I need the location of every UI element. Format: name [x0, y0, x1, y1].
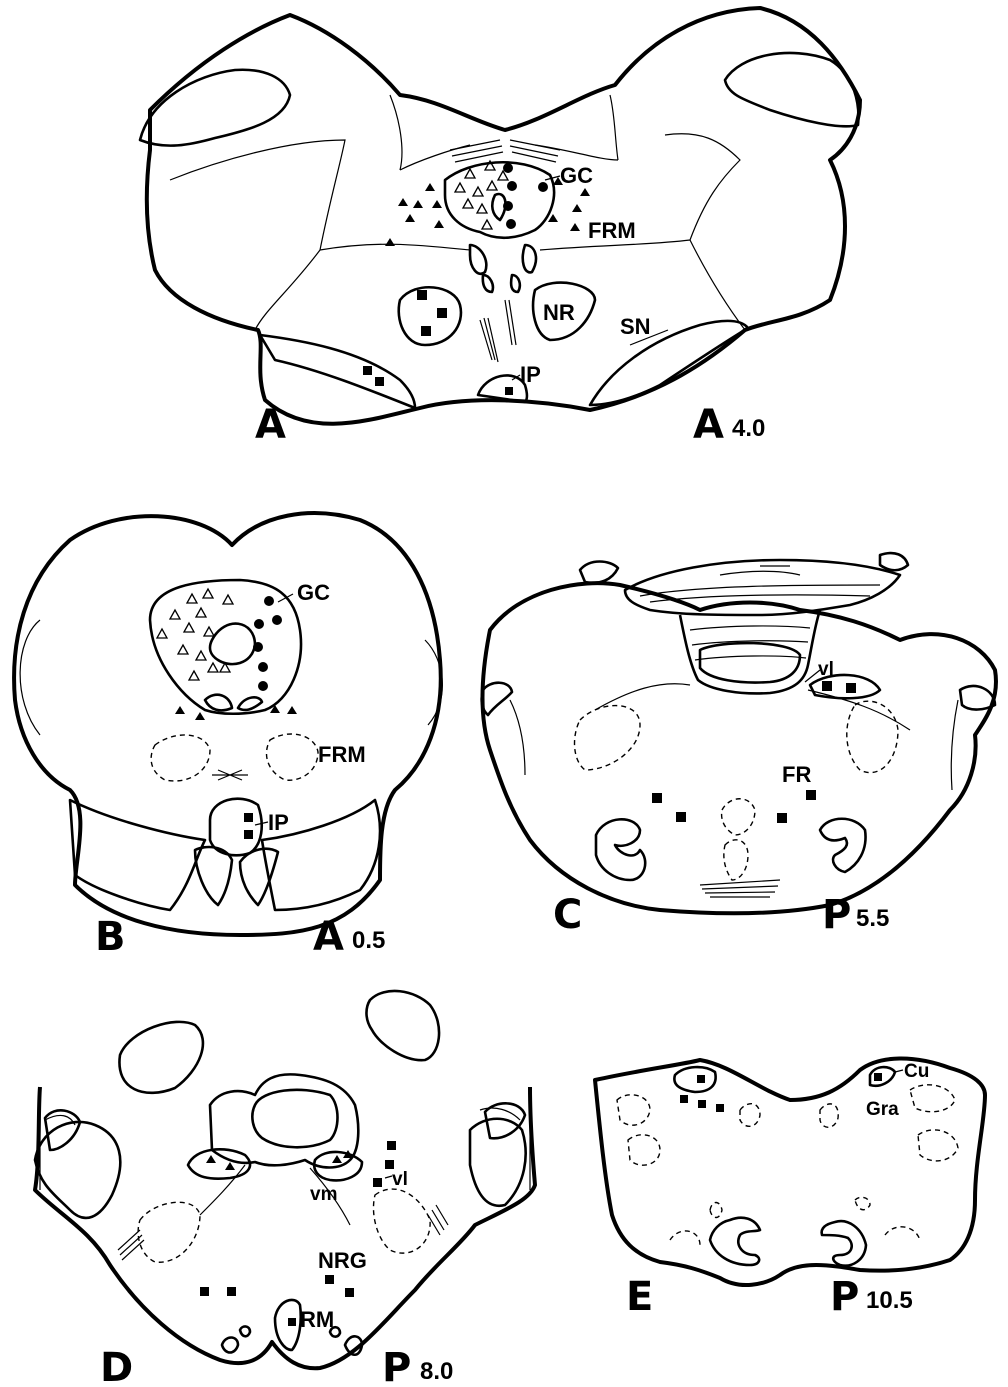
panel-d-oval-left: [119, 1022, 202, 1093]
panel-b-lower-flap-left: [70, 800, 205, 910]
panel-d-label-vm: vm: [310, 1184, 337, 1205]
panel-c-floor-line: [595, 684, 910, 730]
panel-e-dashed-right-1: [910, 1085, 955, 1112]
panel-a-inner-lines: [170, 95, 745, 330]
panel-d-right-wing: [470, 1119, 526, 1206]
panel-d-rm: [275, 1300, 301, 1350]
panel-c-dashed-mid: [722, 799, 755, 880]
panel-c: vl FR C P 5.5: [482, 553, 996, 938]
panel-e-cu-leader: [895, 1070, 903, 1072]
panel-b-gc-bottom: [205, 695, 262, 711]
panel-b: GC FRM IP B A 0.5: [14, 513, 442, 960]
panel-e-right-nucleus: [870, 1067, 895, 1086]
panel-b-label-ip: IP: [268, 810, 289, 835]
panel-c-label-fr: FR: [782, 762, 811, 787]
panel-d-letter: D: [100, 1345, 133, 1387]
panel-a-label-nr: NR: [543, 300, 575, 325]
panel-a-letter: A: [255, 402, 286, 448]
panel-a-sn-right: [590, 321, 748, 405]
panel-c-coord-prefix: P: [822, 892, 851, 938]
panel-a-left-lobe: [140, 70, 290, 146]
panel-a-nr-left: [399, 287, 461, 345]
panel-b-label-gc: GC: [297, 580, 330, 605]
panel-d-dashed-right: [373, 1189, 430, 1253]
panel-e-label-cu: Cu: [904, 1061, 929, 1082]
panel-a-gc-region: [445, 162, 554, 238]
panel-a-coord-value: 4.0: [732, 415, 765, 442]
panel-e-dashed-left-2: [628, 1135, 660, 1165]
panel-a-label-gc: GC: [560, 163, 593, 188]
panel-d-coord-prefix: P: [382, 1345, 411, 1387]
panel-a: GC FRM NR SN IP A A 4.0: [140, 8, 860, 448]
panel-a-midline-fibers: [480, 300, 516, 362]
panel-e-dashed-bottom: [670, 1197, 920, 1245]
panel-a-small-nuclei: [470, 245, 536, 292]
panel-c-letter: C: [553, 892, 582, 938]
panel-e-olive-right: [822, 1221, 866, 1266]
panel-e-dashed-left-1: [617, 1095, 650, 1125]
panel-b-dashed-left: [151, 735, 210, 781]
panel-e-outline: [595, 1058, 985, 1285]
panel-c-coord-value: 5.5: [856, 905, 889, 932]
panel-c-left-flocculus: [482, 683, 512, 715]
panel-e-dashed-right-2: [918, 1130, 958, 1161]
panel-e-coord-prefix: P: [830, 1274, 859, 1320]
panel-b-side-lines: [20, 620, 442, 735]
panel-e-letter: E: [626, 1274, 653, 1320]
panel-c-top-right-lobule: [880, 553, 908, 570]
panel-d-left-top-knob: [45, 1110, 80, 1150]
panel-c-outline: [483, 583, 996, 913]
panel-c-cerebellum-layers: [625, 560, 900, 615]
panel-c-olive-right: [820, 819, 866, 872]
panel-e-label-gra: Gra: [866, 1099, 899, 1120]
panel-a-label-sn: SN: [620, 314, 651, 339]
panel-a-coord-prefix: A: [693, 402, 724, 448]
panel-c-ventricle: [700, 643, 800, 682]
panel-d-dashed-left: [138, 1202, 200, 1262]
panel-d-label-vl: vl: [392, 1169, 408, 1190]
panel-b-aqueduct: [210, 624, 255, 665]
panel-b-ip: [210, 799, 262, 856]
panel-d-oval-right: [366, 991, 439, 1060]
panel-d-ventricle-outer: [210, 1074, 358, 1167]
panel-c-right-flocculus: [960, 686, 995, 710]
panel-e-dashed-mid-left: [740, 1104, 760, 1127]
panel-d-label-nrg: NRG: [318, 1248, 367, 1273]
panel-c-label-vl: vl: [818, 659, 834, 680]
panel-c-dashed-right: [847, 701, 898, 772]
panel-b-open-triangles: [157, 589, 233, 680]
panel-c-olive-left: [596, 819, 645, 880]
panel-e: Cu Gra E P 10.5: [595, 1058, 985, 1320]
panel-c-top-left-lobule: [580, 562, 618, 583]
panel-d-label-rm: RM: [300, 1307, 334, 1332]
panel-b-filled-squares: [244, 813, 253, 839]
panel-e-olive-left: [710, 1218, 760, 1265]
panel-a-sn-left: [260, 335, 415, 408]
panel-b-label-frm: FRM: [318, 742, 366, 767]
panel-d-coord-value: 8.0: [420, 1358, 453, 1385]
panel-b-outline: [14, 513, 441, 935]
panel-d: vm vl NRG RM D P 8.0: [35, 991, 535, 1387]
panel-a-label-frm: FRM: [588, 218, 636, 243]
panel-b-filled-circles: [253, 596, 282, 691]
panel-c-dashed-left: [575, 706, 640, 770]
panel-d-ventricle-inner: [252, 1090, 337, 1147]
panel-a-striations: [450, 140, 560, 162]
panel-d-right-fibers: [428, 1205, 448, 1235]
panel-e-dashed-mid-right: [820, 1104, 838, 1127]
panel-b-coord-value: 0.5: [352, 927, 385, 954]
panel-c-pyramidal-lines: [700, 880, 780, 897]
panel-a-label-ip: IP: [520, 362, 541, 387]
panel-b-dashed-right: [266, 734, 318, 780]
panel-e-coord-value: 10.5: [866, 1287, 913, 1314]
panel-b-letter: B: [95, 914, 126, 960]
panel-d-outline: [35, 1087, 535, 1368]
panel-c-filled-squares: [652, 681, 856, 823]
panel-e-left-nucleus: [674, 1067, 715, 1092]
panel-d-vl-leader: [385, 1176, 392, 1178]
panel-a-filled-circles: [503, 163, 548, 229]
panel-b-decussation: [212, 770, 248, 780]
panel-b-coord-prefix: A: [313, 914, 344, 960]
